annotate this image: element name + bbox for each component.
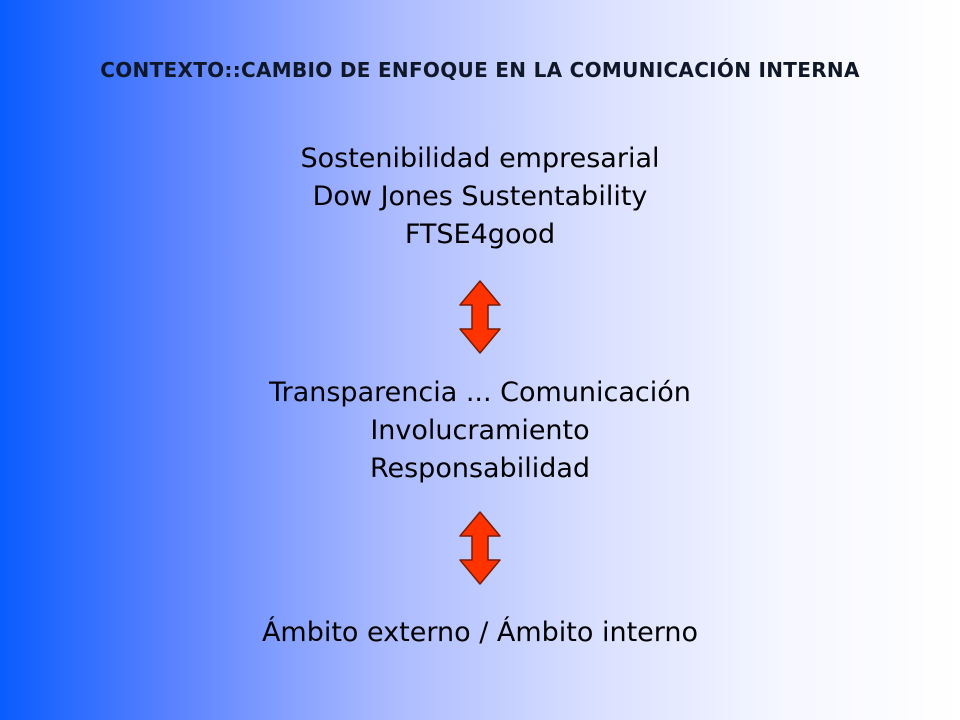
transparency-block: Transparencia ... Comunicación Involucra…: [0, 374, 960, 488]
sustainability-block: Sostenibilidad empresarial Dow Jones Sus…: [0, 140, 960, 254]
scope-block: Ámbito externo / Ámbito interno: [0, 614, 960, 652]
ftse4good-line: FTSE4good: [404, 219, 556, 250]
double-arrow-vertical-icon: [459, 511, 501, 585]
responsibility-line: Responsabilidad: [369, 453, 591, 484]
dow-jones-line: Dow Jones Sustentability: [312, 181, 648, 212]
transparency-line: Transparencia ... Comunicación: [269, 377, 691, 408]
involvement-line: Involucramiento: [370, 415, 590, 446]
double-arrow-vertical-icon: [459, 280, 501, 354]
scope-line: Ámbito externo / Ámbito interno: [261, 617, 699, 648]
slide-title: CONTEXTO::CAMBIO DE ENFOQUE EN LA COMUNI…: [100, 58, 860, 82]
sustainability-line: Sostenibilidad empresarial: [300, 143, 660, 174]
